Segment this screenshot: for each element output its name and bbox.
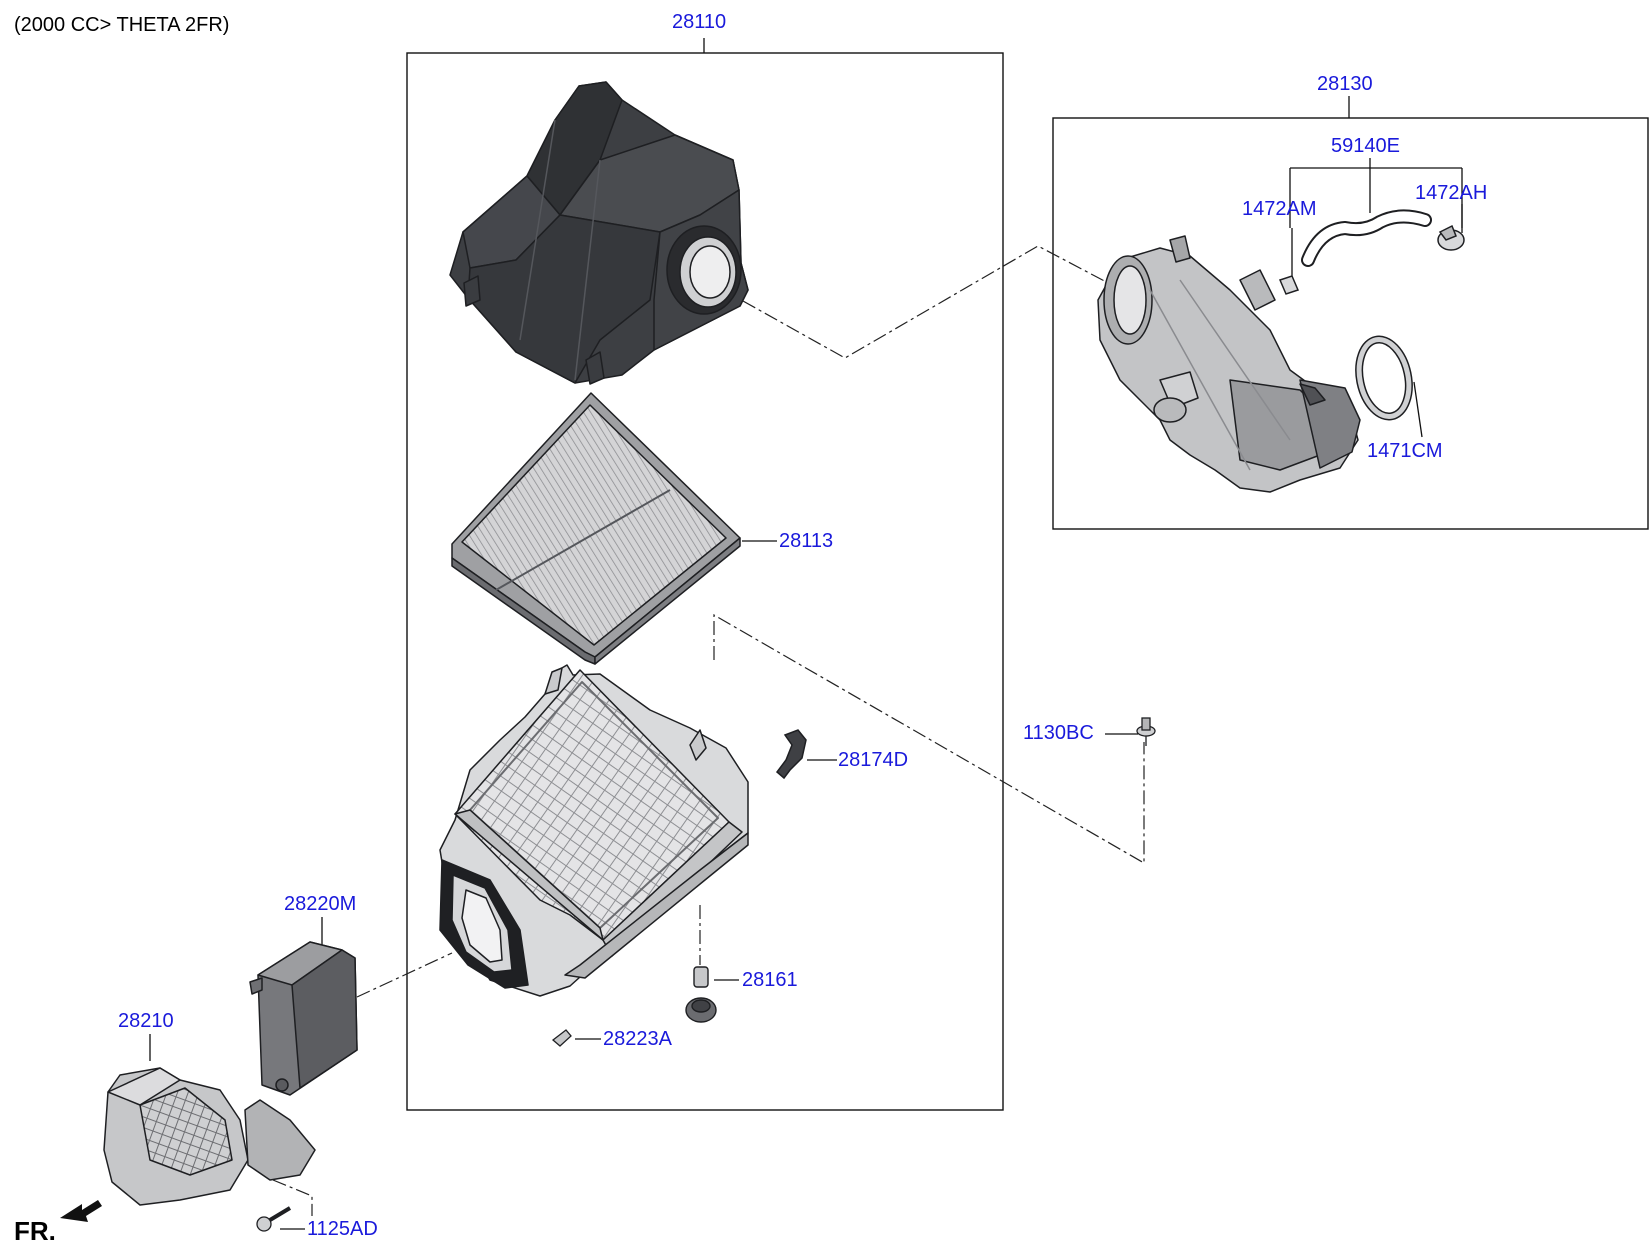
clamp-1472ah <box>1437 224 1465 251</box>
part-label-28130[interactable]: 28130 <box>1317 73 1373 95</box>
front-direction-label: FR. <box>14 1216 56 1246</box>
part-label-1472ah[interactable]: 1472AH <box>1415 182 1488 204</box>
bracket-28174d <box>775 729 807 780</box>
bolt-1125ad <box>256 1206 292 1232</box>
air-cleaner-body <box>439 664 749 997</box>
grommet-28161 <box>685 966 717 1023</box>
part-label-1125ad[interactable]: 1125AD <box>307 1218 378 1240</box>
air-cleaner-cover <box>449 81 749 385</box>
part-label-28220m[interactable]: 28220M <box>284 893 357 915</box>
clamp-ring-1471cm <box>1355 335 1413 421</box>
group-box-28110 <box>406 52 1004 1111</box>
intake-hose-assembly <box>1097 235 1361 493</box>
part-label-28110[interactable]: 28110 <box>672 11 727 33</box>
air-intake-guide <box>103 1067 316 1206</box>
air-filter-element <box>451 392 741 665</box>
resonator-duct <box>249 941 358 1096</box>
part-label-1130bc[interactable]: 1130BC <box>1023 722 1094 744</box>
leader-lines <box>149 38 1463 1230</box>
group-box-28130 <box>1052 117 1649 530</box>
part-label-28113[interactable]: 28113 <box>779 530 834 552</box>
part-label-59140e[interactable]: 59140E <box>1331 135 1400 157</box>
front-arrow-icon <box>60 1200 102 1222</box>
part-label-1471cm[interactable]: 1471CM <box>1367 440 1443 462</box>
connection-lines <box>272 245 1145 1216</box>
part-label-28210[interactable]: 28210 <box>118 1010 174 1032</box>
clamp-1472am <box>1278 275 1300 295</box>
part-label-28174d[interactable]: 28174D <box>838 749 909 771</box>
part-label-1472am[interactable]: 1472AM <box>1242 198 1317 220</box>
part-label-28161[interactable]: 28161 <box>742 969 798 991</box>
engine-note: (2000 CC> THETA 2FR) <box>14 14 230 36</box>
part-label-28223a[interactable]: 28223A <box>603 1028 672 1050</box>
pin-28223a <box>551 1029 572 1047</box>
breather-hose-inner <box>1303 211 1430 265</box>
bolt-1130bc <box>1136 717 1156 746</box>
